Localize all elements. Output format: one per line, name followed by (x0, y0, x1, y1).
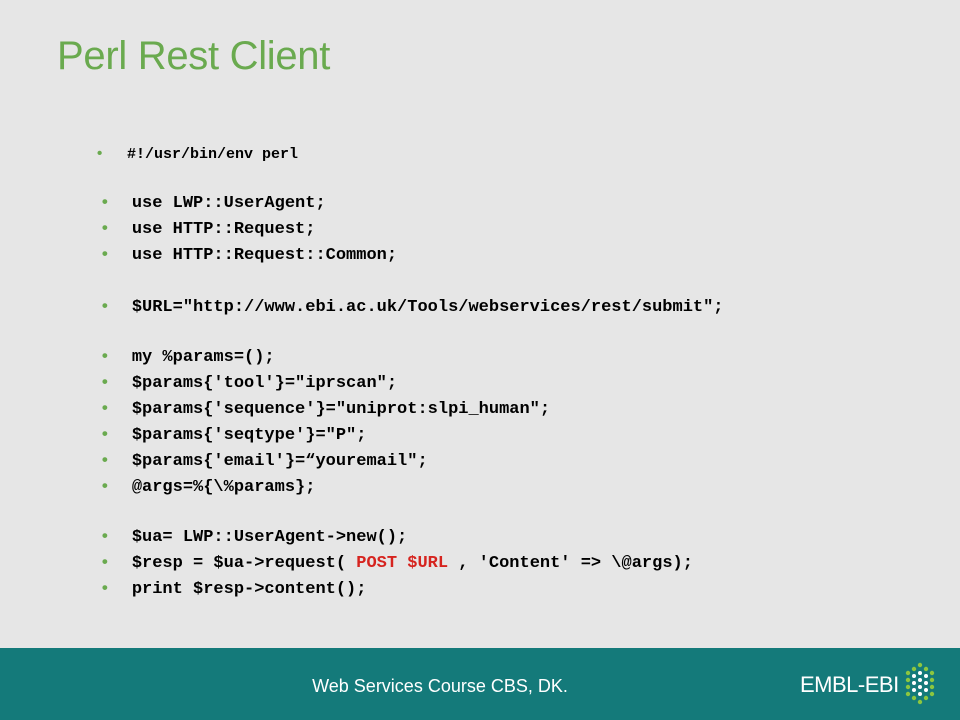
bullet-icon: • (101, 218, 108, 237)
code-line-resp: • $resp = $ua->request( POST $URL , 'Cont… (61, 532, 693, 594)
slide-title: Perl Rest Client (57, 34, 331, 78)
code-line-params-init: • my %params=(); (61, 326, 275, 388)
code-text: $params{'seqtype'}="P"; (131, 426, 367, 445)
bullet-icon: • (101, 398, 108, 417)
code-line-params-sequence: • $params{'sequence'}="uniprot:slpi_human… (61, 378, 550, 440)
bullet-icon: • (101, 526, 108, 545)
code-text: $ua= LWP::UserAgent->new(); (131, 528, 408, 547)
bullet-icon: • (101, 346, 108, 365)
bullet-icon: • (101, 552, 108, 571)
embl-ebi-logo-icon (905, 662, 935, 705)
code-text: my %params=(); (131, 348, 275, 367)
bullet-icon: • (101, 476, 108, 495)
code-text: $params{'email'}=“youremail"; (131, 452, 428, 471)
code-text: #!/usr/bin/env perl (127, 146, 299, 163)
code-text: $params{'sequence'}="uniprot:slpi_human"… (131, 400, 551, 419)
code-line-url: • $URL="http://www.ebi.ac.uk/Tools/webser… (61, 276, 724, 338)
code-text: @args=%{\%params}; (131, 478, 316, 497)
code-text: $params{'tool'}="iprscan"; (131, 374, 398, 393)
code-line-ua-new: • $ua= LWP::UserAgent->new(); (61, 506, 407, 568)
code-line-args: • @args=%{\%params}; (61, 456, 316, 518)
slide-body: Perl Rest Client • #!/usr/bin/env perl • u… (57, 34, 724, 620)
embl-ebi-logo-text: EMBL-EBI (800, 672, 899, 697)
bullet-icon: • (101, 192, 108, 211)
code-text: $URL="http://www.ebi.ac.uk/Tools/webserv… (131, 298, 724, 317)
code-line-use-request: • use HTTP::Request; (61, 198, 316, 260)
code-text: use HTTP::Request; (131, 220, 316, 239)
code-line-use-ua: • use LWP::UserAgent; (61, 172, 326, 234)
code-text-post-url: POST $URL (356, 554, 449, 573)
footer-bar (0, 648, 960, 720)
code-line-params-tool: • $params{'tool'}="iprscan"; (61, 352, 397, 414)
code-text: print $resp->content(); (131, 580, 367, 599)
code-text: use LWP::UserAgent; (131, 194, 326, 213)
code-line-params-seqtype: • $params{'seqtype'}="P"; (61, 404, 367, 466)
code-line-use-common: • use HTTP::Request::Common; (61, 224, 397, 286)
bullet-icon: • (101, 244, 108, 263)
code-line-params-email: • $params{'email'}=“youremail"; (61, 430, 428, 492)
bullet-icon: • (101, 450, 108, 469)
code-line-print: • print $resp->content(); (61, 558, 367, 620)
bullet-icon: • (101, 296, 108, 315)
code-text-prefix: $resp = $ua->request( (131, 554, 357, 573)
bullet-icon: • (101, 578, 108, 597)
bullet-icon: • (101, 372, 108, 391)
bullet-icon: • (101, 424, 108, 443)
bullet-icon: • (97, 145, 103, 162)
code-text-suffix: , 'Content' => \@args); (448, 554, 693, 573)
code-text: use HTTP::Request::Common; (131, 246, 398, 265)
code-line-shebang: • #!/usr/bin/env perl (61, 124, 298, 185)
footer-text: Web Services Course CBS, DK. (312, 676, 568, 696)
